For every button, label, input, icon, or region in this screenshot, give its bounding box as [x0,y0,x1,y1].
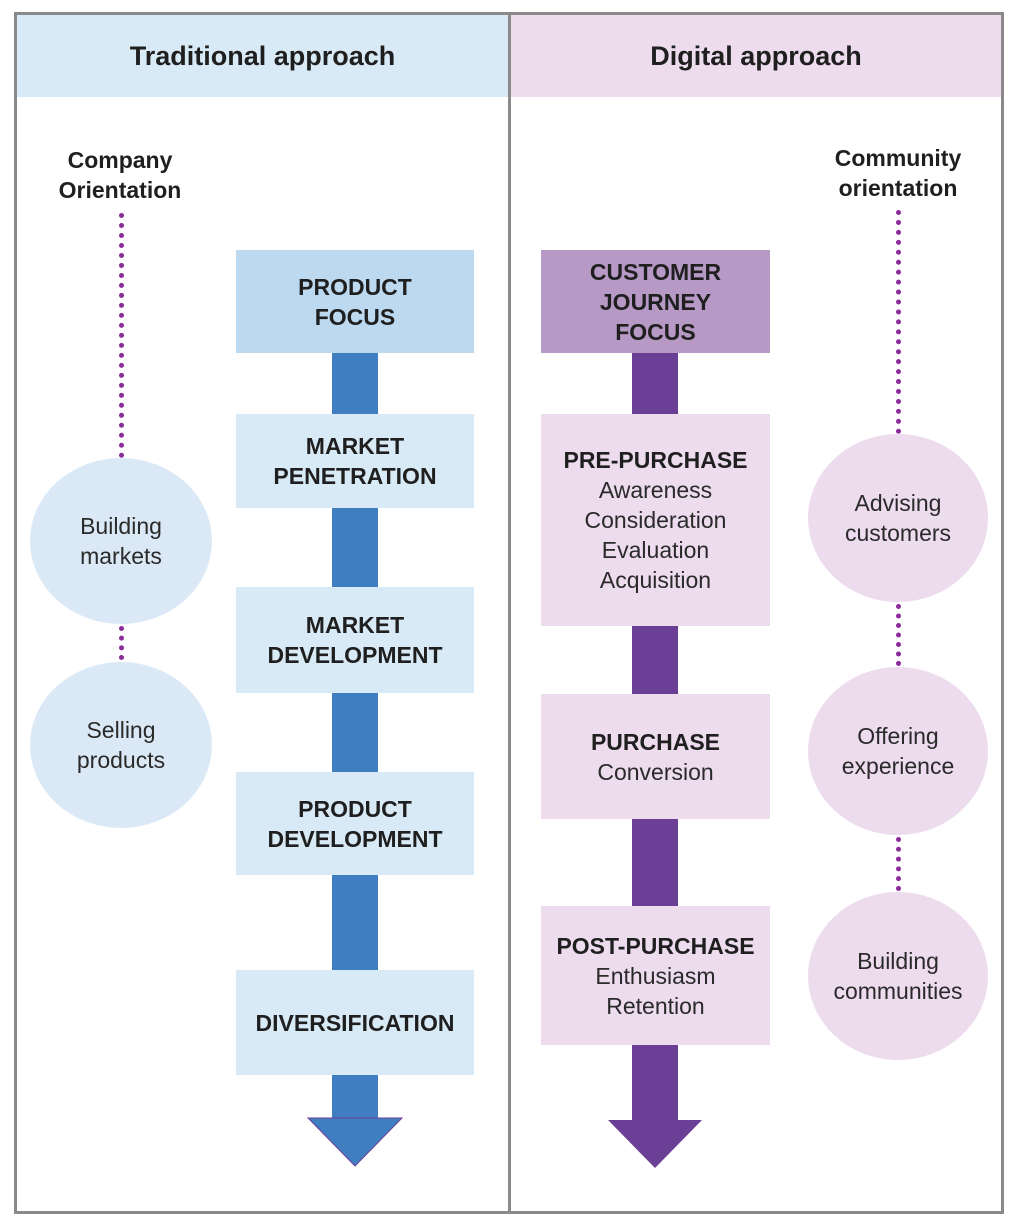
circle-offering-experience: Offering experience [808,667,988,835]
digital-header: Digital approach [511,15,1001,97]
right-dotted-connector-1 [896,210,901,434]
sub-awareness: Awareness [598,477,713,503]
circle-selling-products: Selling products [30,662,212,828]
left-dotted-connector-2 [119,626,124,660]
step-market-development: MARKET DEVELOPMENT [236,587,474,693]
circle-building-communities: Building communities [808,892,988,1060]
sub-acquisition: Acquisition [599,567,712,593]
sub-conversion: Conversion [597,758,714,785]
right-dotted-connector-2 [896,604,901,666]
step-pre-purchase: PRE-PURCHASE Awareness Consideration Eva… [541,414,770,626]
sub-consideration: Consideration [584,507,727,533]
step-product-development: PRODUCT DEVELOPMENT [236,772,474,875]
community-orientation-label: Community orientation [834,145,962,201]
step-product-focus: PRODUCT FOCUS [236,250,474,353]
sub-evaluation: Evaluation [601,537,710,563]
left-dotted-connector-1 [119,213,124,458]
step-purchase: PURCHASE Conversion [541,694,770,819]
step-diversification: DIVERSIFICATION [236,970,474,1075]
blue-arrow-head-overlay [306,1117,404,1167]
step-post-purchase: POST-PURCHASE Enthusiasm Retention [541,906,770,1045]
sub-enthusiasm: Enthusiasm [595,962,716,989]
circle-advising-customers: Advising customers [808,434,988,602]
purple-arrow-head-overlay [608,1120,702,1168]
right-dotted-connector-3 [896,837,901,891]
step-customer-journey-focus: CUSTOMER JOURNEY FOCUS [541,250,770,353]
company-orientation-label: Company Orientation [58,147,182,203]
sub-retention: Retention [606,992,705,1019]
step-market-penetration: MARKET PENETRATION [236,414,474,508]
circle-building-markets: Building markets [30,458,212,624]
traditional-header: Traditional approach [17,15,508,97]
